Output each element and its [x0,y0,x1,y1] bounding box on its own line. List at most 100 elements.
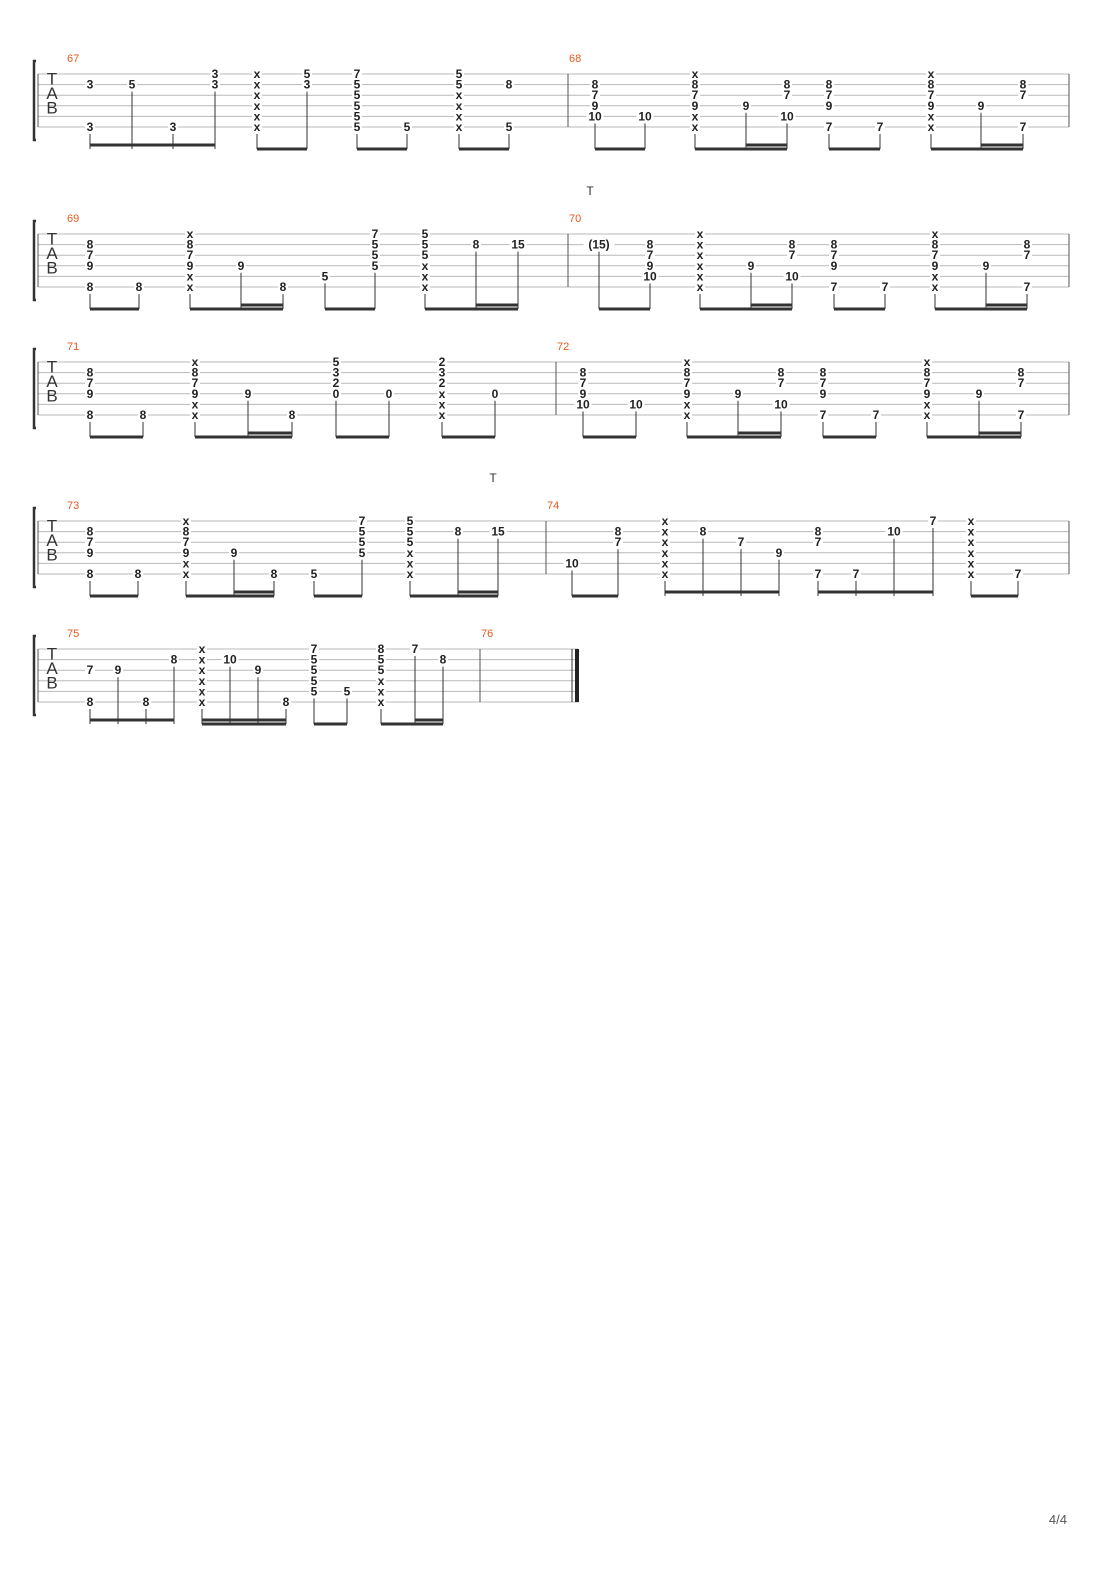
fret-number: x [407,567,414,581]
fret-number: 9 [820,387,827,401]
measure-number: 67 [67,53,79,65]
note-bg [471,239,481,251]
note-bg [309,664,319,676]
fret-number: 8 [87,525,94,539]
note-bg [168,121,178,133]
fret-number: 8 [932,238,939,252]
fret-number: 7 [820,408,827,422]
fret-number: 2 [439,376,446,390]
fret-number: 10 [576,397,590,411]
note-bg [880,281,890,293]
fret-number: 8 [271,567,278,581]
note-bg [613,526,623,538]
note-bg [287,409,297,421]
note-bg [405,547,415,559]
fret-number: 9 [187,259,194,273]
note-bg [772,398,790,410]
fret-number: 8 [815,525,822,539]
fret-number: 9 [976,387,983,401]
fret-number: 8 [87,366,94,380]
note-bg [787,249,797,261]
fret-number: 7 [615,535,622,549]
fret-number: x [924,355,931,369]
fret-number: 0 [492,387,499,401]
fret-number: 5 [354,120,361,134]
tap-mark: T [586,184,594,198]
fret-number: 3 [87,120,94,134]
beam [458,590,498,594]
fret-number: 8 [684,366,691,380]
fret-number: 5 [407,535,414,549]
fret-number: 8 [928,78,935,92]
beam [738,431,781,435]
note-bg [331,377,341,389]
note-bg [578,388,588,400]
note-bg [489,526,507,538]
note-bg [966,526,976,538]
note-bg [1013,568,1023,580]
fret-number: 7 [831,280,838,294]
fret-number: 10 [629,397,643,411]
fret-number: 5 [372,238,379,252]
note-bg [85,568,95,580]
note-bg [302,79,312,91]
fret-number: 7 [192,376,199,390]
fret-number: 2 [333,376,340,390]
fret-number: 9 [255,663,262,677]
fret-number: 8 [455,525,462,539]
fret-number: 7 [372,227,379,241]
note-bg [320,270,330,282]
note-bg [85,388,95,400]
fret-number: 7 [820,376,827,390]
note-bg [829,239,839,251]
note-bg [410,643,420,655]
system-bracket [32,59,36,142]
fret-number: x [662,514,669,528]
beam [746,143,787,147]
fret-number: x [662,556,669,570]
note-bg [85,526,95,538]
note-bg [966,547,976,559]
fret-number: 7 [592,88,599,102]
beam [583,435,636,439]
note-bg [590,79,600,91]
note-bg [690,89,700,101]
note-bg [420,281,430,293]
fret-number: x [932,227,939,241]
fret-number: 10 [638,109,652,123]
note-bg [695,270,705,282]
note-bg [236,260,246,272]
note-bg [1022,239,1032,251]
beam [927,435,1021,439]
note-bg [922,409,932,421]
beam [442,435,495,439]
note-bg [190,398,200,410]
note-bg [926,110,936,122]
note-bg [926,89,936,101]
note-bg [405,536,415,548]
fret-number: 9 [692,99,699,113]
fret-number: x [697,280,704,294]
note-bg [824,89,834,101]
note-bg [660,515,670,527]
fret-number: 7 [924,376,931,390]
note-bg [504,121,514,133]
note-bg [509,239,527,251]
note-bg [645,239,655,251]
beam [381,722,443,726]
beam [818,590,933,594]
fret-number: 5 [422,227,429,241]
fret-number: x [456,109,463,123]
note-bg [438,654,448,666]
fret-number: 3 [333,366,340,380]
beam [415,718,443,722]
beam [314,722,347,726]
note-bg [405,568,415,580]
note-bg [197,643,207,655]
fret-number: 8 [1024,238,1031,252]
note-bg [352,100,362,112]
fret-number: x [254,109,261,123]
note-bg [695,260,705,272]
note-bg [221,654,239,666]
fret-number: 3 [170,120,177,134]
